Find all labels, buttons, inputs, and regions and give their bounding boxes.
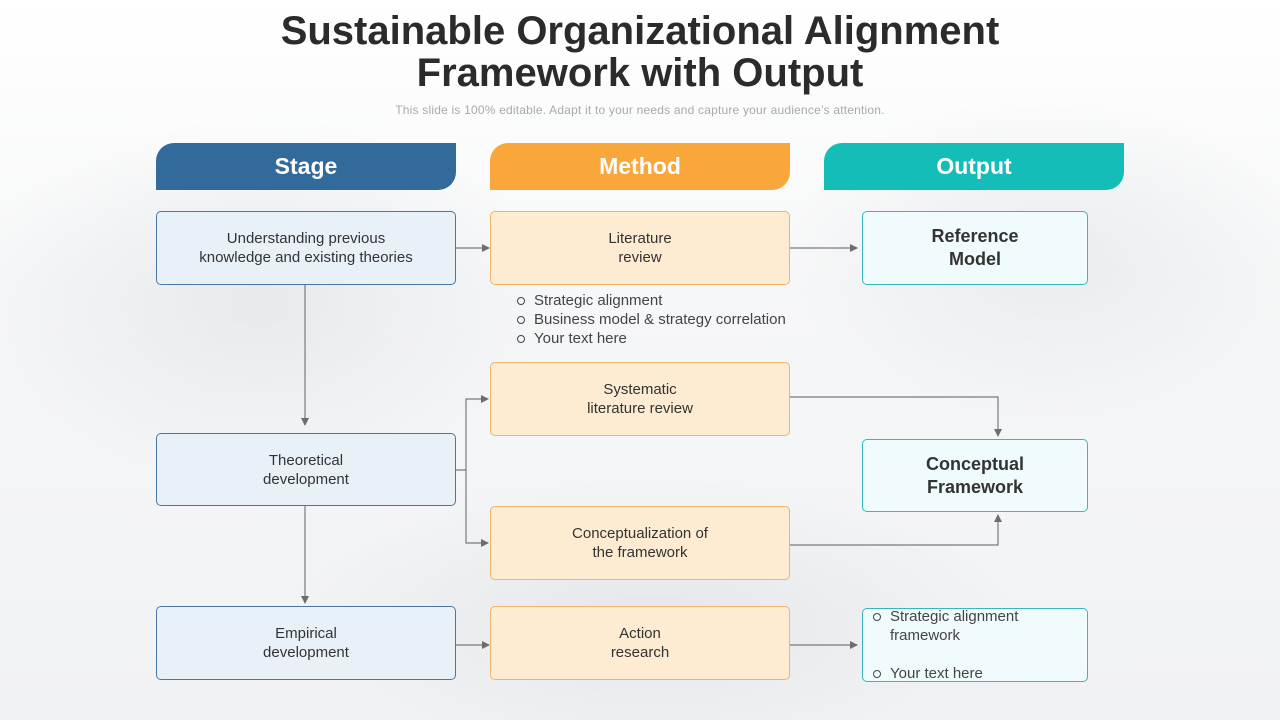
method-box-systematic-review: Systematic literature review — [490, 362, 790, 436]
method-box-literature-review: Literature review — [490, 211, 790, 285]
arrow-method2-to-conceptual — [790, 396, 1002, 437]
list-item: Business model & strategy correlation — [515, 310, 835, 329]
stage-box-understanding: Understanding previous knowledge and exi… — [156, 211, 456, 285]
arrow-stage2-to-method3 — [465, 470, 489, 547]
output-box-conceptual-framework: Conceptual Framework — [862, 439, 1088, 512]
method-header: Method — [490, 143, 790, 190]
output-bullet-list: Strategic alignment framework Your text … — [871, 588, 1018, 702]
title-line-2: Framework with Output — [416, 51, 864, 95]
list-item: Strategic alignment — [515, 291, 835, 310]
method-box-conceptualization: Conceptualization of the framework — [490, 506, 790, 580]
page-subtitle: This slide is 100% editable. Adapt it to… — [395, 103, 885, 117]
stage-box-empirical: Empirical development — [156, 606, 456, 680]
method-box-action-research: Action research — [490, 606, 790, 680]
output-box-final: Strategic alignment framework Your text … — [862, 608, 1088, 682]
output-box-reference-model: Reference Model — [862, 211, 1088, 285]
stage-box-theoretical: Theoretical development — [156, 433, 456, 506]
stage-header: Stage — [156, 143, 456, 190]
arrow-stage2-to-method2 — [456, 395, 489, 471]
title-line-1: Sustainable Organizational Alignment — [280, 9, 1000, 53]
output-header: Output — [824, 143, 1124, 190]
arrow-method3-to-conceptual — [790, 514, 1002, 546]
list-item: Strategic alignment framework — [871, 607, 1018, 645]
method-bullet-list: Strategic alignment Business model & str… — [515, 291, 835, 348]
list-item: Your text here — [871, 664, 1018, 683]
page-title: Sustainable Organizational Alignment Fra… — [140, 10, 1140, 94]
list-item: Your text here — [515, 329, 835, 348]
